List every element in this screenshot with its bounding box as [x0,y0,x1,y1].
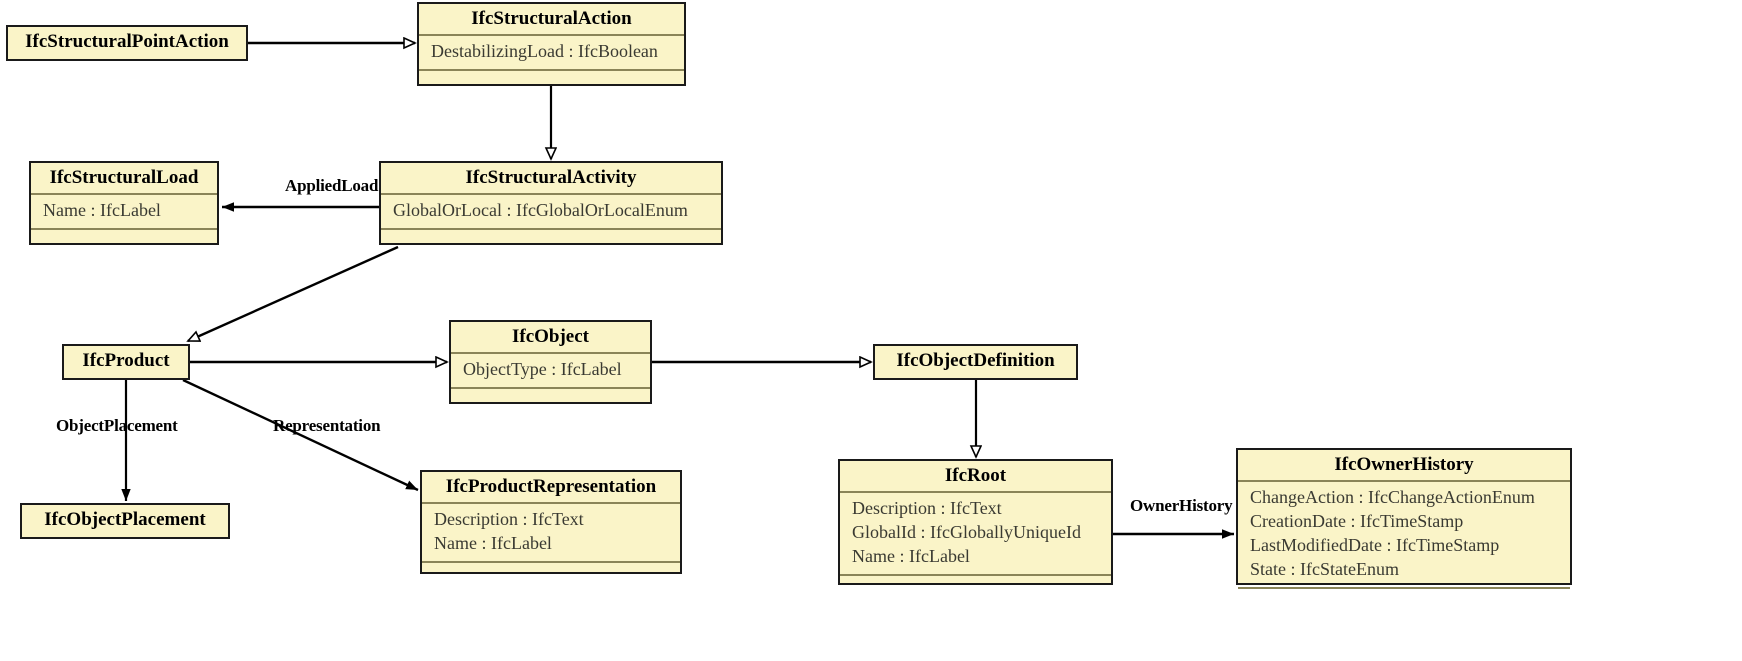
attribute-row: CreationDate : IfcTimeStamp [1250,511,1464,532]
class-box-ifcproductrepresentation[interactable]: IfcProductRepresentation Description : I… [420,470,682,574]
compartment-divider [422,502,680,505]
class-title: IfcStructuralAction [471,8,632,29]
edge-label-applied-load: AppliedLoad [285,176,379,195]
attribute-row: State : IfcStateEnum [1250,559,1399,580]
class-title: IfcOwnerHistory [1334,454,1474,475]
attribute-row: Description : IfcText [434,509,584,530]
compartment-divider [31,228,217,231]
compartment-divider [31,193,217,196]
edge-label-owner-history: OwnerHistory [1130,496,1233,515]
class-box-ifcobject[interactable]: IfcObject ObjectType : IfcLabel [449,320,652,404]
compartment-divider [1238,480,1570,483]
compartment-divider [422,561,680,564]
class-box-ifcstructuralload[interactable]: IfcStructuralLoad Name : IfcLabel [29,161,219,245]
class-operations [381,230,721,246]
class-attributes: GlobalOrLocal : IfcGlobalOrLocalEnum [381,195,721,228]
class-title: IfcStructuralActivity [465,167,637,188]
class-title: IfcObject [511,326,590,347]
compartment-divider [419,69,684,72]
class-attributes: ChangeAction : IfcChangeActionEnum Creat… [1238,482,1570,587]
edge-label-object-placement: ObjectPlacement [56,416,178,435]
attribute-row: Name : IfcLabel [852,546,970,567]
attribute-row: DestabilizingLoad : IfcBoolean [431,41,658,62]
edge-label-representation: Representation [273,416,381,435]
class-title: IfcStructuralPointAction [25,31,229,52]
class-operations [422,563,680,579]
compartment-divider [840,574,1111,577]
class-box-ifcstructuralaction[interactable]: IfcStructuralAction DestabilizingLoad : … [417,2,686,86]
compartment-divider [451,387,650,390]
attribute-row: Description : IfcText [852,498,1002,519]
compartment-divider [419,34,684,37]
class-title: IfcProduct [82,350,170,371]
class-title: IfcStructuralLoad [49,167,199,188]
class-operations [419,71,684,87]
class-operations [1238,589,1570,605]
compartment-divider [451,352,650,355]
compartment-divider [1238,587,1570,590]
attribute-row: Name : IfcLabel [434,533,552,554]
class-box-ifcobjectdefinition[interactable]: IfcObjectDefinition [873,344,1078,380]
class-box-ifcownerhistory[interactable]: IfcOwnerHistory ChangeAction : IfcChange… [1236,448,1572,590]
edge-activity-to-product [188,245,399,343]
class-attributes: Description : IfcText GlobalId : IfcGlob… [840,493,1111,574]
class-operations [840,576,1111,592]
class-operations [31,230,217,246]
class-title: IfcObjectDefinition [896,350,1055,371]
edge-product-to-productrepresentation [182,378,419,492]
attribute-row: LastModifiedDate : IfcTimeStamp [1250,535,1500,556]
class-title: IfcRoot [944,465,1007,486]
class-attributes: DestabilizingLoad : IfcBoolean [419,36,684,69]
class-box-ifcobjectplacement[interactable]: IfcObjectPlacement [20,503,230,539]
class-attributes: Name : IfcLabel [31,195,217,228]
class-attributes: ObjectType : IfcLabel [451,354,650,387]
attribute-row: GlobalId : IfcGloballyUniqueId [852,522,1081,543]
compartment-divider [381,193,721,196]
class-title: IfcProductRepresentation [445,476,657,497]
class-box-ifcproduct[interactable]: IfcProduct [62,344,190,380]
attribute-row: Name : IfcLabel [43,200,161,221]
compartment-divider [381,228,721,231]
class-box-ifcroot[interactable]: IfcRoot Description : IfcText GlobalId :… [838,459,1113,585]
compartment-divider [840,491,1111,494]
class-box-ifcstructuralpointaction[interactable]: IfcStructuralPointAction [6,25,248,61]
class-attributes: Description : IfcText Name : IfcLabel [422,504,680,561]
attribute-row: ChangeAction : IfcChangeActionEnum [1250,487,1535,508]
class-title: IfcObjectPlacement [44,509,206,530]
attribute-row: GlobalOrLocal : IfcGlobalOrLocalEnum [393,200,688,221]
class-box-ifcstructuralactivity[interactable]: IfcStructuralActivity GlobalOrLocal : If… [379,161,723,245]
class-operations [451,389,650,405]
attribute-row: ObjectType : IfcLabel [463,359,622,380]
